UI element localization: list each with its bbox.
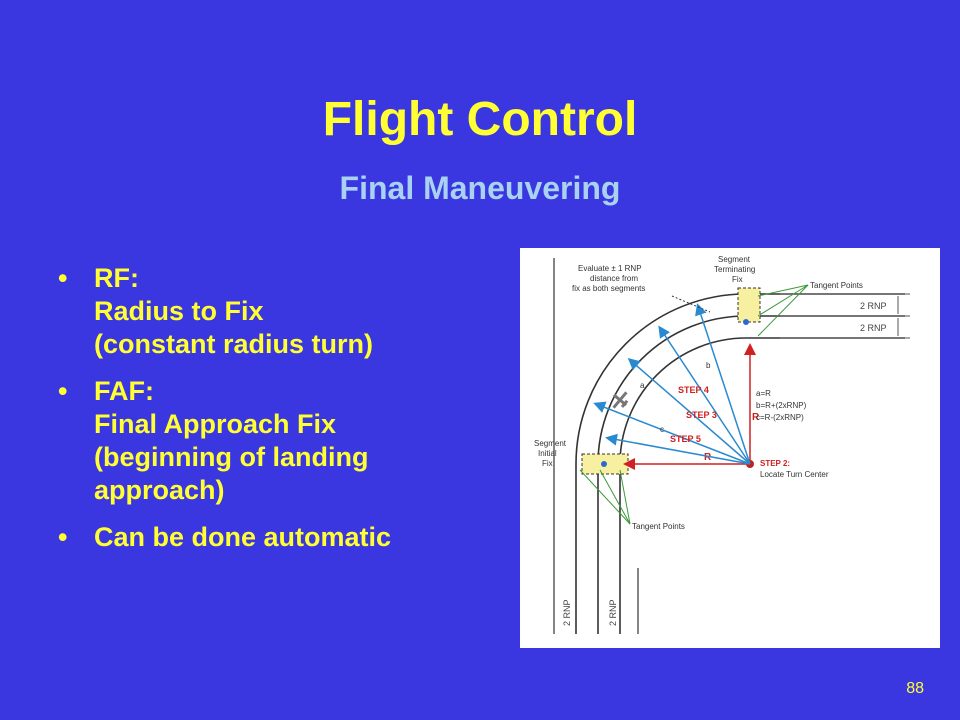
initial-fix-label-line1: Segment bbox=[534, 439, 567, 448]
terminating-fix-box bbox=[737, 287, 761, 323]
formula-a: a=R bbox=[756, 389, 771, 398]
bullet-line: (constant radius turn) bbox=[94, 329, 374, 359]
tangent-points-top-label: Tangent Points bbox=[810, 281, 863, 290]
bullet-icon: • bbox=[58, 376, 68, 406]
formula-c: c=R-(2xRNP) bbox=[756, 413, 804, 422]
bullet-item-rf: • RF: Radius to Fix (constant radius tur… bbox=[58, 262, 518, 361]
bullet-line: Can be done automatic bbox=[94, 522, 392, 552]
bullet-item-faf: • FAF: Final Approach Fix (beginning of … bbox=[58, 375, 518, 507]
terminating-fix-label-line3: Fix bbox=[732, 275, 743, 284]
step2-description: Locate Turn Center bbox=[760, 470, 829, 479]
bullet-line: approach) bbox=[94, 475, 225, 505]
slide-title: Flight Control bbox=[322, 93, 638, 146]
rf-leg-diagram-svg: 2 RNP 2 RNP 2 RNP 2 RNP R R bbox=[534, 255, 910, 634]
rnp-label-bottom-right: 2 RNP bbox=[608, 599, 618, 626]
tangent-leaders-bottom bbox=[579, 469, 631, 525]
rnp-boxes-right bbox=[780, 293, 910, 339]
rnp-label-bottom-left: 2 RNP bbox=[562, 599, 572, 626]
step-arrows bbox=[593, 303, 751, 465]
bullet-item-automatic: • Can be done automatic bbox=[58, 521, 518, 554]
tangent-leaders-top bbox=[757, 284, 809, 337]
step5-label: STEP 5 bbox=[670, 434, 701, 444]
step2-label: STEP 2: bbox=[760, 459, 790, 468]
page-number: 88 bbox=[906, 680, 924, 697]
bullet-heading: RF: bbox=[94, 263, 139, 293]
rnp-label-right-top: 2 RNP bbox=[860, 301, 887, 311]
evaluate-label-line2: distance from bbox=[590, 274, 638, 283]
initial-fix-label-line2: Initial bbox=[538, 449, 557, 458]
initial-fix-label-line3: Fix bbox=[542, 459, 553, 468]
terminating-fix-label-line2: Terminating bbox=[714, 265, 755, 274]
terminating-fix-label-line1: Segment bbox=[718, 255, 751, 264]
bullet-line: Radius to Fix bbox=[94, 296, 264, 326]
evaluate-label-line1: Evaluate ± 1 RNP bbox=[578, 264, 642, 273]
tangent-points-bottom-label: Tangent Points bbox=[632, 522, 685, 531]
left-boundary-lines bbox=[553, 258, 639, 634]
rnp-label-right-bottom: 2 RNP bbox=[860, 323, 887, 333]
radius-label-horizontal: R bbox=[704, 452, 712, 463]
initial-fix-point bbox=[601, 461, 607, 467]
slide-subtitle: Final Maneuvering bbox=[339, 170, 621, 206]
rf-leg-diagram: 2 RNP 2 RNP 2 RNP 2 RNP R R bbox=[520, 248, 940, 648]
step3-label: STEP 3 bbox=[686, 410, 717, 420]
bullet-line: (beginning of landing bbox=[94, 442, 369, 472]
arc-label-a: a bbox=[640, 381, 645, 390]
formula-b: b=R+(2xRNP) bbox=[756, 401, 807, 410]
evaluate-leader-line bbox=[671, 295, 711, 313]
aircraft-icon bbox=[612, 391, 629, 409]
outer-boundary-path bbox=[575, 293, 905, 634]
bullet-heading: FAF: bbox=[94, 376, 154, 406]
bullet-icon: • bbox=[58, 263, 68, 293]
bullet-line: Final Approach Fix bbox=[94, 409, 337, 439]
radius-label-vertical: R bbox=[752, 412, 760, 423]
step4-label: STEP 4 bbox=[678, 385, 709, 395]
evaluate-label-line3: fix as both segments bbox=[572, 284, 645, 293]
terminating-fix-point bbox=[743, 319, 749, 325]
bullet-list: • RF: Radius to Fix (constant radius tur… bbox=[58, 262, 518, 568]
arc-label-c: c bbox=[660, 425, 664, 434]
bullet-icon: • bbox=[58, 522, 68, 552]
arc-label-b: b bbox=[706, 361, 711, 370]
